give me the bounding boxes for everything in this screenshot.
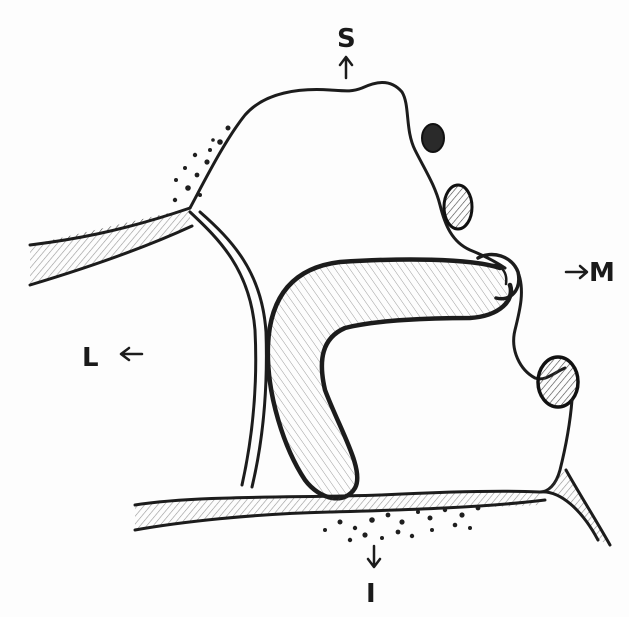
inferior-label: I xyxy=(366,579,376,609)
upper-oval-small xyxy=(422,124,444,152)
medial-outline xyxy=(514,272,578,492)
c-shaped-structure xyxy=(268,254,519,498)
stipple-upper xyxy=(173,126,231,203)
superior-indicator: S xyxy=(337,24,356,78)
lateral-arrow-icon xyxy=(121,348,142,360)
lateral-label: L xyxy=(82,343,99,373)
medial-arrow-icon xyxy=(566,266,587,278)
lateral-indicator: L xyxy=(82,343,142,373)
medial-label: M xyxy=(589,258,615,288)
superior-label: S xyxy=(337,24,356,54)
superior-arrow-icon xyxy=(340,57,352,78)
medial-indicator: M xyxy=(566,258,615,288)
left-upper-band xyxy=(30,208,192,285)
inferior-arrow-icon xyxy=(368,546,380,567)
superior-outline xyxy=(190,83,505,269)
inferior-indicator: I xyxy=(366,546,380,609)
lower-right-band xyxy=(540,470,610,545)
upper-oval-large xyxy=(444,185,472,229)
vertical-band xyxy=(190,212,266,487)
